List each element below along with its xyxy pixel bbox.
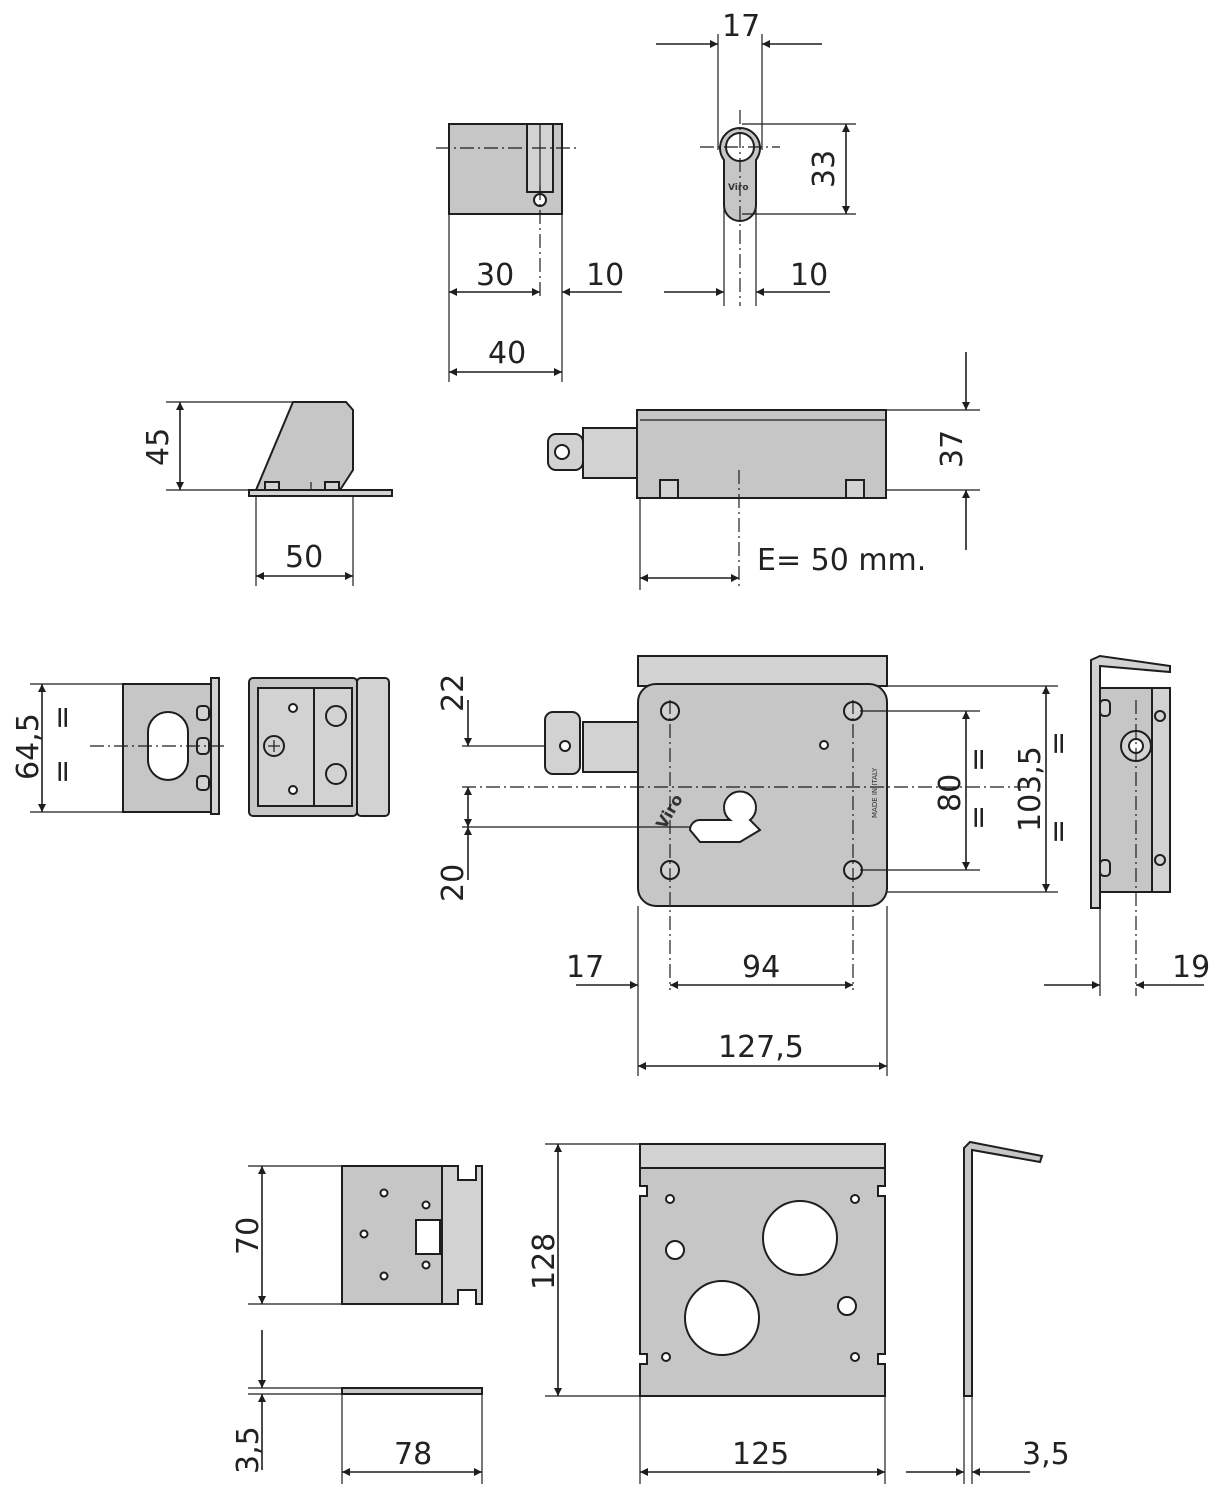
dim-cyl-height-33: 33	[807, 150, 842, 188]
angle-side-view: 3,5	[906, 1140, 1070, 1484]
dim-cyl-len-10: 10	[586, 258, 624, 293]
dim-top-22: 22	[436, 674, 471, 712]
made-in-label: MADE IN ITALY	[871, 767, 879, 818]
dim-left-margin-17: 17	[566, 950, 604, 985]
dim-backset: E= 50 mm.	[757, 543, 926, 578]
dim-body-width-127-5: 127,5	[718, 1030, 804, 1065]
dim-body-height-103-5: 103,5	[1013, 746, 1048, 832]
dim-lock-depth-37: 37	[935, 430, 970, 468]
small-plate-view: 70 3,5 78	[231, 1165, 483, 1484]
dim-cyl-len-30: 30	[476, 258, 514, 293]
equal-mark-e: =	[1041, 731, 1076, 756]
dim-plate-small-t-3-5: 3,5	[231, 1426, 266, 1474]
dim-cyl-offset-10: 10	[790, 258, 828, 293]
dim-plate-small-h-70: 70	[231, 1217, 266, 1255]
equal-mark-c: =	[961, 747, 996, 772]
dim-bottom-20: 20	[436, 864, 471, 902]
equal-mark-b: =	[45, 759, 80, 784]
keeper-front-view: 64,5 = =	[11, 677, 228, 815]
lock-side-view: 19	[1044, 654, 1210, 996]
lock-top-view: 37 E= 50 mm.	[547, 352, 980, 590]
dim-plate-large-h-128: 128	[527, 1233, 562, 1290]
dim-hole-spacing-94: 94	[742, 950, 780, 985]
dim-hole-spacing-80: 80	[933, 774, 968, 812]
equal-mark-f: =	[1041, 819, 1076, 844]
equal-mark-d: =	[961, 805, 996, 830]
dim-cyl-len-40: 40	[488, 336, 526, 371]
dim-plate-large-t-3-5: 3,5	[1022, 1437, 1070, 1472]
dim-keeper-width-50: 50	[285, 540, 323, 575]
large-plate-view: 128 125	[527, 1143, 886, 1484]
cyl-brand-mark: Viro	[728, 183, 749, 193]
dim-plate-large-w-125: 125	[732, 1437, 789, 1472]
dim-face-64-5: 64,5	[11, 713, 46, 780]
dim-cyl-width-17: 17	[722, 9, 760, 44]
keeper-angled-view	[248, 677, 390, 817]
dim-plate-small-w-78: 78	[394, 1437, 432, 1472]
dim-keeper-height-45: 45	[141, 428, 176, 466]
cylinder-front-view: Viro 17 33 10	[656, 9, 856, 306]
cylinder-side-view: 30 10 40	[436, 123, 624, 382]
keeper-side-view: 45 50	[141, 401, 393, 586]
equal-mark-a: =	[45, 705, 80, 730]
lock-front-view: Viro MADE IN ITALY 22 20 80 = = 103,5 = …	[436, 655, 1076, 1076]
dim-side-offset-19: 19	[1172, 950, 1210, 985]
